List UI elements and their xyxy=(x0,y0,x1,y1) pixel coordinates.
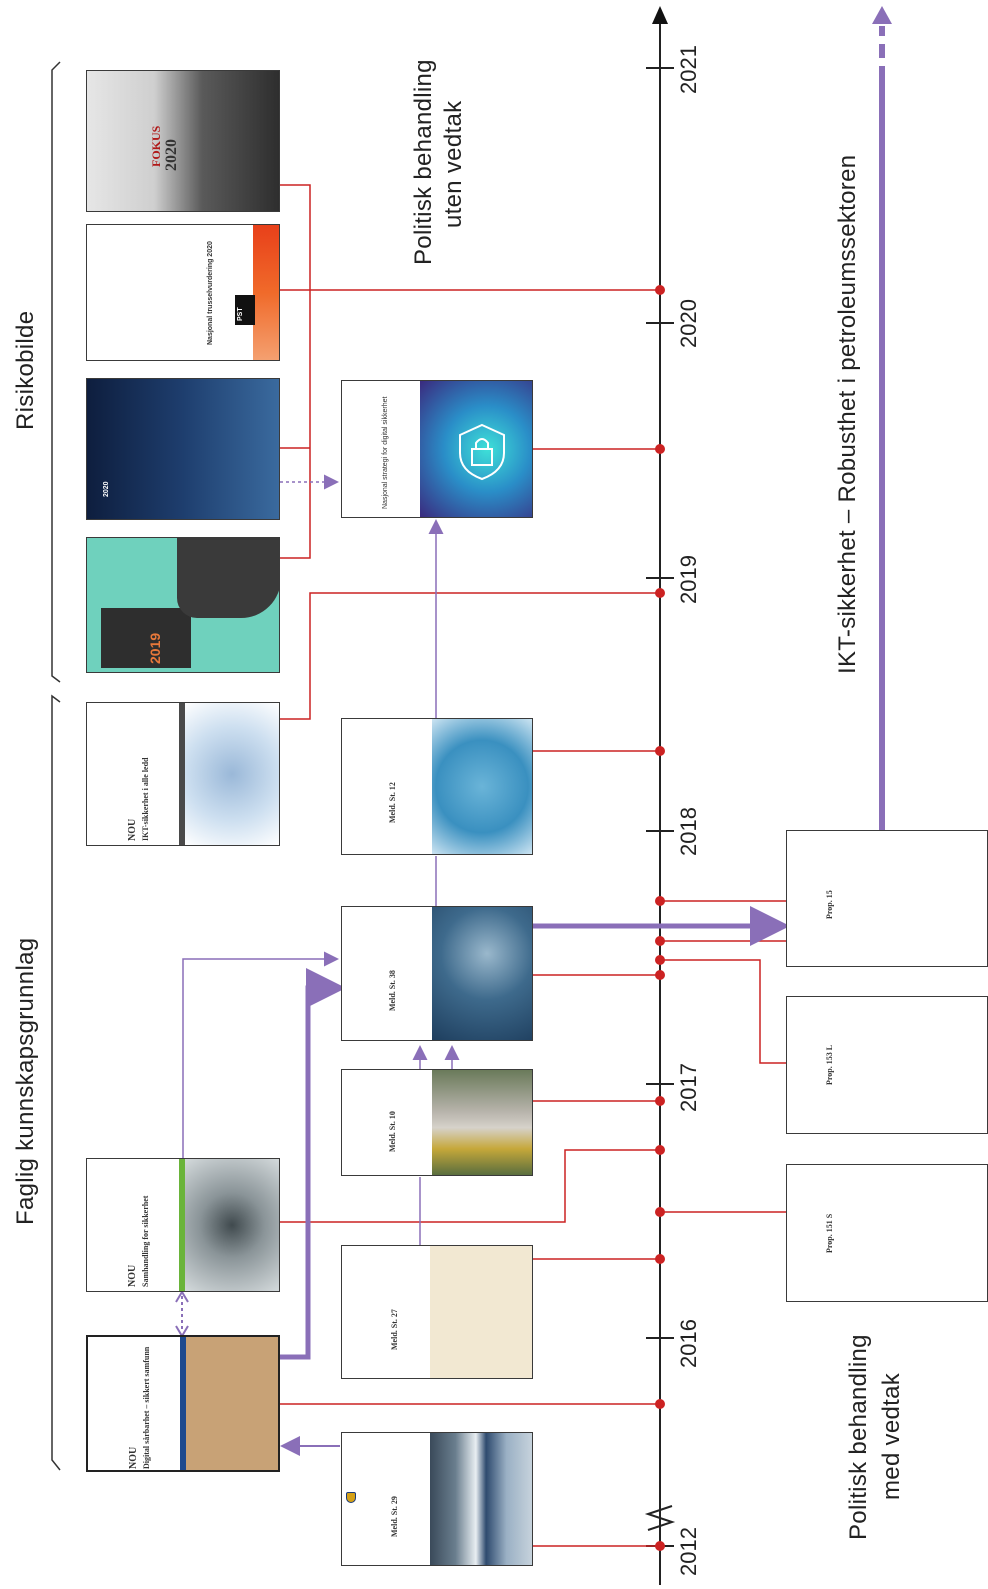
doc-nou-ikt-sikkerhet: NOU IKT-sikkerhet i alle ledd xyxy=(86,702,280,846)
event-dot xyxy=(655,936,665,946)
year-label-2019: 2019 xyxy=(676,555,701,604)
doc-title: FOKUS xyxy=(149,125,163,167)
doc-title: Prop. 153 L xyxy=(825,1044,834,1085)
connector-prop153 xyxy=(660,959,790,1064)
doc-nou-samhandling: NOU Samhandling for sikkerhet xyxy=(86,1158,280,1292)
event-dot xyxy=(655,1254,665,1264)
doc-title: 2020 xyxy=(103,481,110,497)
label-politisk-uten-2: uten vedtak xyxy=(440,100,467,228)
doc-meld-st-12: Meld. St. 12 xyxy=(341,718,533,855)
doc-prop-153-l: Prop. 153 L xyxy=(786,996,988,1134)
doc-title: Prop. 151 S xyxy=(825,1213,834,1253)
doc-prop-151-s: Prop. 151 S xyxy=(786,1164,988,1302)
crest-icon xyxy=(346,1492,356,1503)
arrow-samhandling-to-meld38 xyxy=(182,951,339,1158)
event-dot xyxy=(655,970,665,980)
doc-title: Meld. St. 29 xyxy=(390,1496,399,1537)
year-label-2017: 2017 xyxy=(676,1063,701,1112)
brackets xyxy=(51,61,61,1471)
doc-nasjonal-strategi: Nasjonal strategi for digital sikkerhet xyxy=(341,380,533,518)
year-label-2021: 2021 xyxy=(676,45,701,94)
doc-title: Meld. St. 10 xyxy=(388,1111,397,1152)
doc-image xyxy=(186,1337,278,1470)
event-dot xyxy=(655,588,665,598)
doc-meld-st-38: Meld. St. 38 xyxy=(341,906,533,1041)
doc-image xyxy=(185,1159,279,1291)
event-dot xyxy=(655,1207,665,1217)
pst-badge xyxy=(235,295,255,325)
doc-image xyxy=(432,907,532,1040)
doc-title: Samhandling for sikkerhet xyxy=(141,1195,150,1287)
event-dot xyxy=(655,1145,665,1155)
doc-title: Digital sårbarhet – sikkert samfunn xyxy=(142,1346,151,1469)
red-connectors xyxy=(280,184,790,1547)
event-dot xyxy=(655,1541,665,1551)
doc-title: Nasjonal trusselvurdering 2020 xyxy=(207,241,214,345)
label-faglig-kunnskapsgrunnlag: Faglig kunnskapsgrunnlag xyxy=(12,937,39,1225)
connector-nou-ikt xyxy=(280,592,660,720)
time-axis-arrowhead xyxy=(652,6,668,24)
doc-brand: NOU xyxy=(128,1446,139,1469)
arrow-nou-to-meld38-bold xyxy=(280,968,346,1360)
connector-risk2019 xyxy=(280,184,311,559)
doc-prop-15: Prop. 15 xyxy=(786,830,988,967)
doc-title: Prop. 15 xyxy=(825,890,834,919)
doc-title: Meld. St. 38 xyxy=(388,970,397,1011)
doc-nou-digital-sarbarhet: NOU Digital sårbarhet – sikkert samfunn xyxy=(86,1335,280,1472)
doc-badge-text: PST xyxy=(237,307,244,321)
doc-title: 2019 xyxy=(147,632,163,664)
doc-image xyxy=(430,1246,532,1378)
doc-risk-report-2019: 2019 xyxy=(86,537,280,673)
event-dot xyxy=(655,285,665,295)
doc-title: Nasjonal strategi for digital sikkerhet xyxy=(382,396,389,509)
year-label-2012: 2012 xyxy=(676,1527,701,1576)
doc-title: Meld. St. 12 xyxy=(388,782,397,823)
padlock-icon xyxy=(459,423,505,481)
event-dot xyxy=(655,746,665,756)
doc-year: 2020 xyxy=(163,139,180,171)
axis-break xyxy=(644,1505,676,1531)
doc-brand: NOU xyxy=(127,1264,138,1287)
label-politisk-uten-1: Politisk behandling xyxy=(410,59,437,265)
doc-image xyxy=(430,1433,532,1565)
doc-meld-st-10: Meld. St. 10 xyxy=(341,1069,533,1176)
doc-image xyxy=(432,719,532,854)
ikt-arrowhead xyxy=(872,6,892,24)
event-dots xyxy=(655,285,665,1551)
year-label-2018: 2018 xyxy=(676,807,701,856)
bracket-risikobilde xyxy=(51,61,61,683)
bracket-faglig xyxy=(51,694,61,1471)
doc-meld-st-27: Meld. St. 27 xyxy=(341,1245,533,1379)
doc-risk-report-navy: 2020 xyxy=(86,378,280,520)
year-label-2016: 2016 xyxy=(676,1319,701,1368)
event-dot xyxy=(655,1399,665,1409)
purple-arrows xyxy=(175,6,892,1456)
event-dot xyxy=(655,1096,665,1106)
doc-title: Meld. St. 27 xyxy=(390,1309,399,1350)
label-risikobilde: Risikobilde xyxy=(12,310,39,430)
doc-image xyxy=(185,703,279,845)
label-ikt-sikkerhet: IKT-sikkerhet – Robusthet i petroleumsse… xyxy=(834,148,862,680)
label-politisk-med-2: med vedtak xyxy=(878,1372,905,1500)
connector-nou-samhandling xyxy=(280,1149,660,1223)
doc-trusselvurdering-2020: PST Nasjonal trusselvurdering 2020 xyxy=(86,224,280,361)
year-label-2020: 2020 xyxy=(676,299,701,348)
doc-title: IKT-sikkerhet i alle ledd xyxy=(141,757,150,842)
event-dot xyxy=(655,444,665,454)
event-dot xyxy=(655,896,665,906)
doc-meld-st-29: Meld. St. 29 xyxy=(341,1432,533,1566)
label-politisk-med-1: Politisk behandling xyxy=(845,1334,872,1540)
doc-image xyxy=(432,1070,532,1175)
doc-fokus-2020: FOKUS 2020 xyxy=(86,70,280,212)
doc-brand: NOU xyxy=(127,818,138,841)
event-dot xyxy=(655,955,665,965)
